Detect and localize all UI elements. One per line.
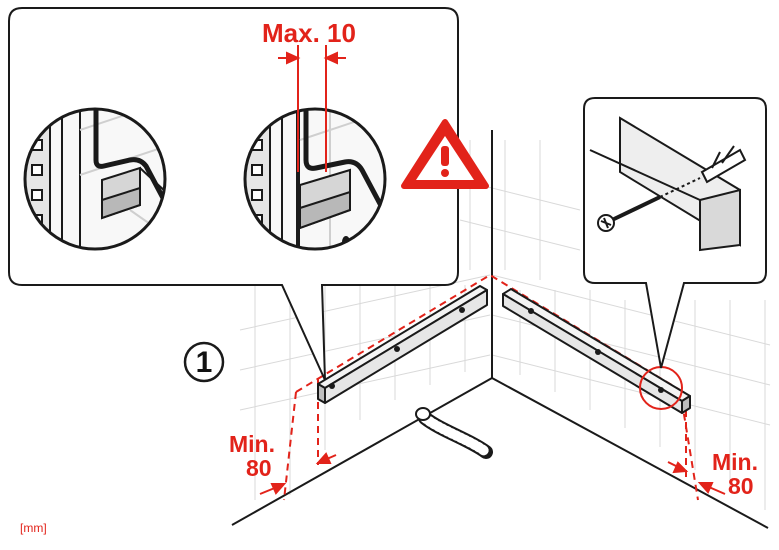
screw-hole	[329, 383, 335, 389]
screw-detail-callout	[583, 97, 767, 369]
wall-plug-icon	[700, 145, 747, 184]
min-80-dimension-arrows	[259, 452, 726, 495]
min-distance-left-value: 80	[246, 455, 272, 481]
left-mounting-rail	[317, 285, 488, 404]
step-number-circle	[183, 341, 225, 383]
screw-hole	[528, 308, 534, 314]
left-rail-screws	[329, 307, 465, 389]
gap-detail-callout	[8, 7, 489, 381]
min-distance-right-label: Min.	[712, 449, 758, 475]
magnifier-detail-2	[243, 107, 387, 251]
rail-cross-section	[589, 116, 741, 252]
screw-hole	[658, 387, 664, 393]
step-number: 1	[195, 346, 213, 379]
right-rail-screws	[528, 308, 664, 393]
max-gap-label: Max. 10	[262, 18, 356, 48]
screw-hole	[595, 349, 601, 355]
right-mounting-rail	[502, 288, 691, 414]
warning-triangle-icon	[401, 119, 489, 189]
min-distance-right-value: 80	[728, 473, 754, 499]
room-corner	[231, 130, 769, 529]
screw-hole	[459, 307, 465, 313]
screw-icon	[597, 177, 701, 232]
min-distance-left-label: Min.	[229, 431, 275, 457]
drain-hose-icon	[415, 407, 493, 459]
unit-label: [mm]	[20, 521, 47, 535]
screw-hole	[394, 346, 400, 352]
max-gap-marker	[278, 45, 346, 172]
